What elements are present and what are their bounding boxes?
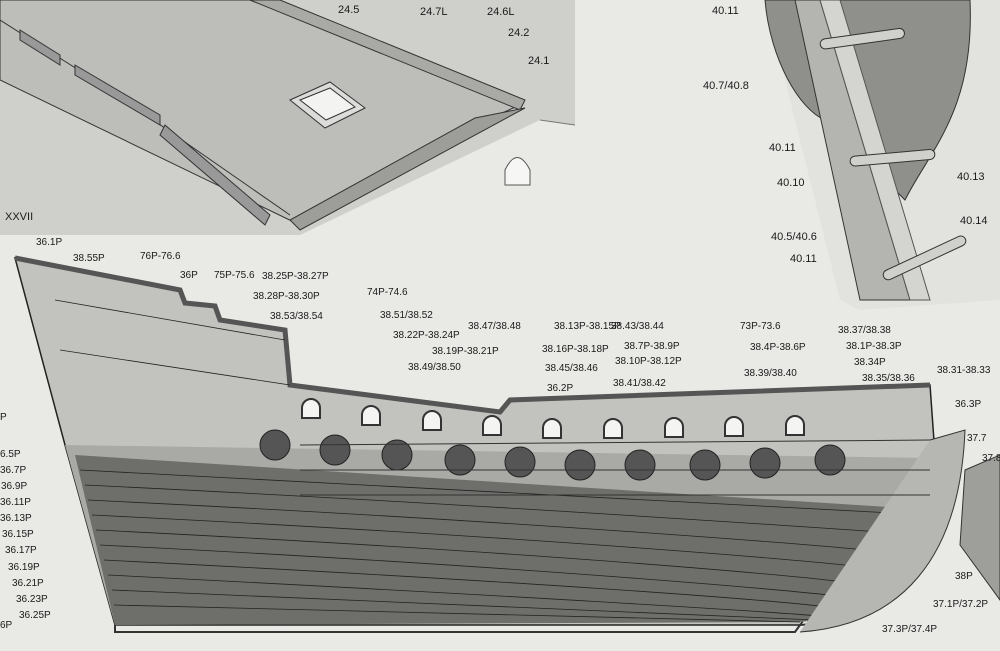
part-label: 38.28P-38.30P — [253, 291, 320, 302]
part-label: 38.22P-38.24P — [393, 330, 460, 341]
part-label: 40.11 — [712, 5, 739, 17]
part-label: 40.10 — [777, 177, 805, 189]
part-label: 38.13P-38.15P — [554, 321, 621, 332]
deck-inset — [0, 0, 576, 235]
part-label: 40.13 — [957, 171, 985, 183]
part-label: 38.53/38.54 — [270, 311, 323, 322]
part-label: 6.5P — [0, 449, 21, 460]
part-label: 38.16P-38.18P — [542, 344, 609, 355]
part-label: 38.37/38.38 — [838, 325, 891, 336]
part-label: 37.1P/37.2P — [933, 599, 989, 610]
part-label: 40.11 — [790, 253, 817, 265]
part-label: 24.2 — [508, 27, 530, 39]
part-label: 38.25P-38.27P — [262, 271, 329, 282]
part-label: 37.7 — [967, 433, 987, 444]
part-label: 36.7P — [0, 465, 27, 476]
part-label: 38.19P-38.21P — [432, 346, 499, 357]
ship-hull — [13, 255, 1000, 633]
part-label: 38.51/38.52 — [380, 310, 433, 321]
part-label: 36.9P — [1, 481, 28, 492]
part-label: 37.3P/37.4P — [882, 624, 938, 635]
part-label: 36.19P — [8, 562, 40, 573]
part-label: 38.45/38.46 — [545, 363, 598, 374]
part-label: 38.31-38.33 — [937, 365, 991, 376]
part-label: 38.1P-38.3P — [846, 341, 902, 352]
part-label: 37.8 — [982, 453, 1000, 464]
part-label: 38.43/38.44 — [611, 321, 664, 332]
part-label: 36.2P — [547, 383, 574, 394]
part-label: 36.11P — [0, 497, 31, 508]
part-label: 38.49/38.50 — [408, 362, 461, 373]
part-label: 38.7P-38.9P — [624, 341, 680, 352]
part-label: 38.34P — [854, 357, 886, 368]
part-label: 36.21P — [12, 578, 44, 589]
part-label: 24.7L — [420, 6, 448, 18]
part-label: 38P — [955, 571, 973, 582]
part-label: 38.41/38.42 — [613, 378, 666, 389]
part-label: 24.1 — [528, 55, 550, 67]
part-label: 76P-76.6 — [140, 251, 181, 262]
part-label: 73P-73.6 — [740, 321, 781, 332]
part-label: 40.5/40.6 — [771, 231, 817, 243]
part-label: 40.7/40.8 — [703, 80, 749, 92]
part-label: 40.11 — [769, 142, 796, 154]
part-label: 6P — [0, 620, 13, 631]
part-label: 36.13P — [0, 513, 32, 524]
part-label: XXVII — [5, 211, 34, 223]
part-label: 38.35/38.36 — [862, 373, 915, 384]
part-label: 36.17P — [5, 545, 37, 556]
part-label: 74P-74.6 — [367, 287, 408, 298]
part-label: 75P-75.6 — [214, 270, 255, 281]
part-label: 36.3P — [955, 399, 982, 410]
part-label: 38.47/38.48 — [468, 321, 521, 332]
part-label: 36.1P — [36, 237, 63, 248]
part-label: 36.23P — [16, 594, 48, 605]
part-label: 38.4P-38.6P — [750, 342, 806, 353]
part-label: 24.6L — [487, 6, 515, 18]
part-label: P — [0, 412, 7, 423]
part-label: 38.10P-38.12P — [615, 356, 682, 367]
rudder-inset — [764, 0, 1000, 310]
part-label: 36.25P — [19, 610, 51, 621]
part-label: 38.39/38.40 — [744, 368, 797, 379]
part-label: 36.15P — [2, 529, 34, 540]
part-label: 38.55P — [73, 253, 105, 264]
part-label: 36P — [180, 270, 198, 281]
part-label: 24.5 — [338, 4, 360, 16]
part-label: 40.14 — [960, 215, 988, 227]
